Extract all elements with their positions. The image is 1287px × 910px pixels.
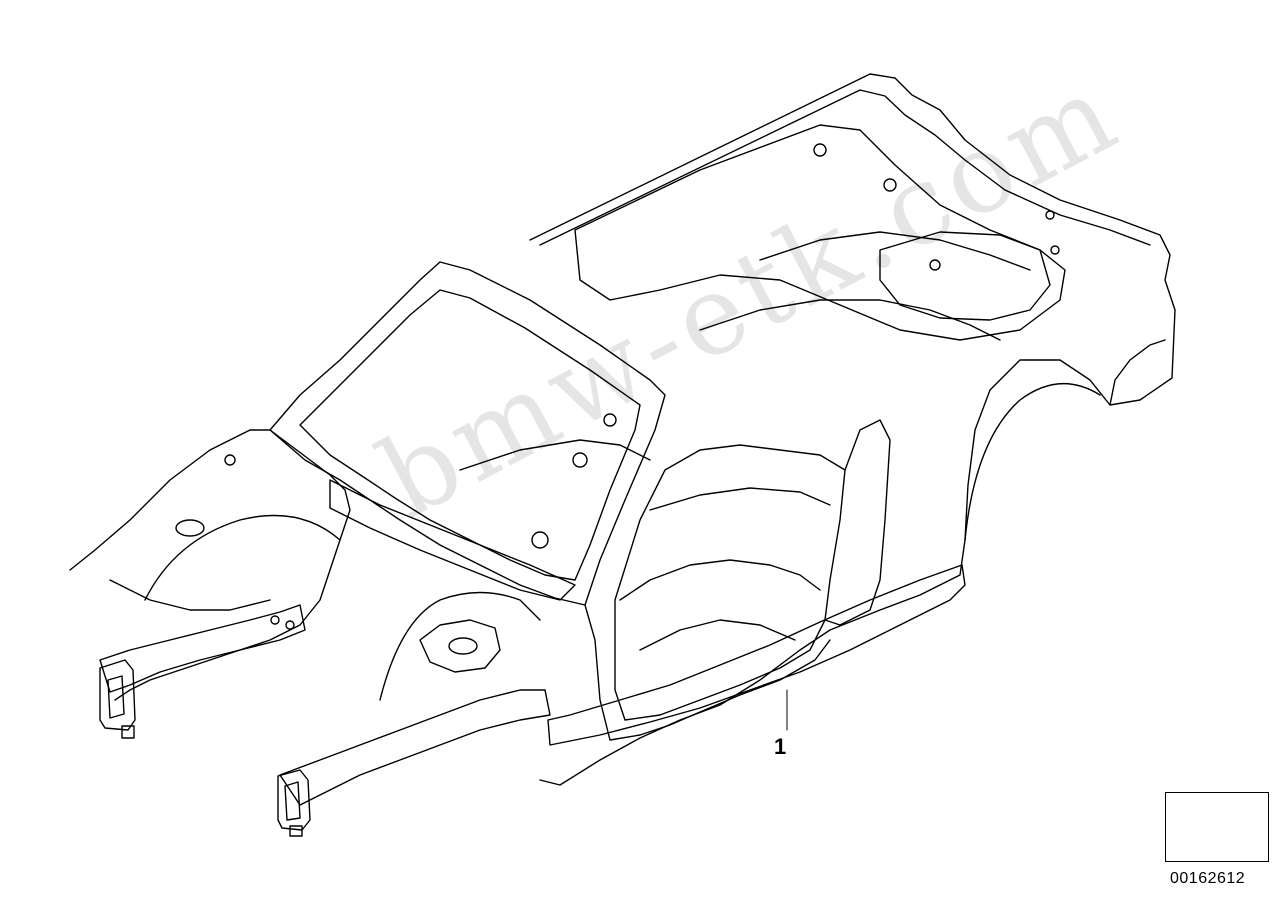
front-right-crashbox-inner	[284, 781, 301, 821]
hole	[572, 452, 588, 468]
front-left-bracket	[121, 725, 135, 739]
rear-quarter-lower	[1109, 339, 1166, 406]
seat-crossmember	[649, 487, 831, 511]
rear-wheel-arch	[964, 383, 1101, 541]
front-right-crashbox	[277, 769, 311, 831]
front-right-strut-tower	[419, 619, 501, 673]
floor-pan	[619, 559, 821, 601]
side-sill	[547, 564, 966, 746]
tunnel	[459, 439, 651, 471]
front-right-bracket	[289, 825, 303, 837]
front-left-structure	[69, 429, 351, 701]
hole	[285, 620, 295, 630]
reference-code: 00162612	[1170, 870, 1246, 887]
hole	[531, 531, 549, 549]
hole	[929, 259, 941, 271]
front-left-rail	[99, 604, 306, 693]
roof-rail	[539, 89, 1151, 246]
hole	[1045, 210, 1055, 220]
front-left-arch	[144, 514, 341, 601]
a-pillar-right	[584, 604, 831, 741]
body-outer-contour	[529, 73, 1176, 786]
floor-pan-2	[639, 619, 796, 651]
hole	[813, 143, 827, 157]
strut-mount-left	[175, 519, 205, 537]
strut-mount-right	[448, 637, 478, 655]
front-left-apron	[109, 579, 271, 611]
b-pillar	[824, 419, 891, 626]
trunk-floor	[879, 231, 1051, 321]
nav-arrow-box[interactable]	[1165, 792, 1269, 862]
bulkhead	[329, 479, 576, 601]
front-right-arch	[379, 591, 541, 701]
hole	[1050, 245, 1060, 255]
rear-opening	[574, 124, 1066, 341]
hole	[883, 178, 897, 192]
hole	[224, 454, 236, 466]
part-callout-number: 1	[774, 734, 787, 759]
hole	[270, 615, 280, 625]
door-opening-right	[614, 444, 846, 721]
rear-shelf	[759, 231, 1031, 271]
windshield-frame-inner	[299, 289, 641, 581]
front-right-rail	[279, 689, 551, 806]
front-left-crashbox	[99, 659, 136, 731]
hole	[603, 413, 617, 427]
windshield-frame-outer	[269, 261, 666, 606]
front-left-crashbox-inner	[107, 675, 125, 719]
rear-floor	[699, 299, 1001, 341]
